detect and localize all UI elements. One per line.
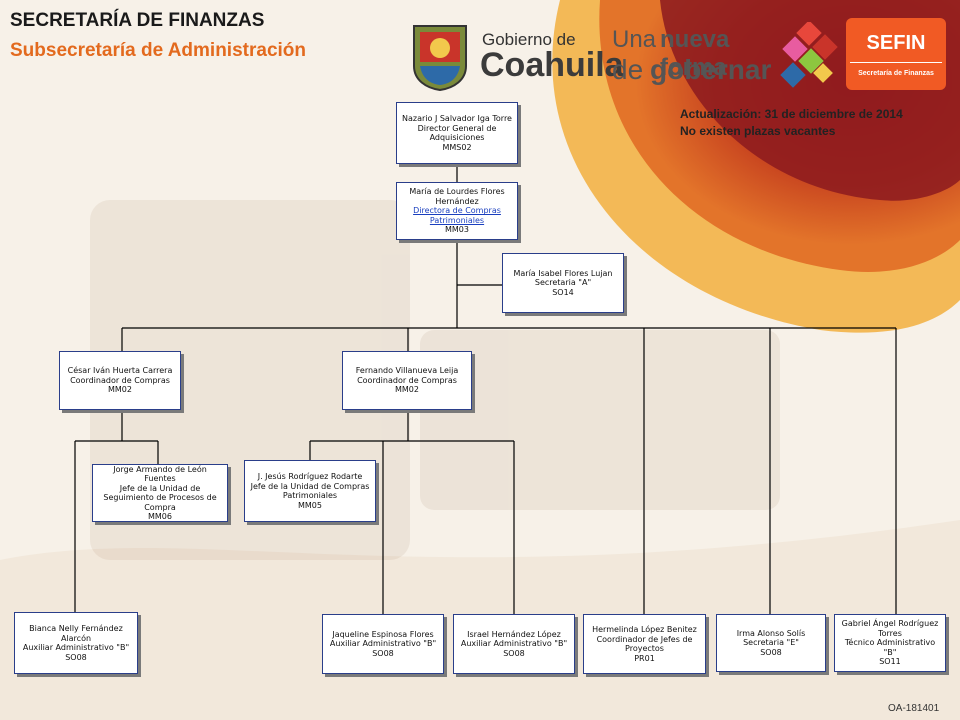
org-name: María Isabel Flores Lujan: [513, 268, 613, 278]
org-position-link[interactable]: Directora de Compras Patrimoniales: [413, 206, 501, 225]
colored-squares-icon: [780, 22, 838, 88]
org-code: MMS02: [442, 142, 472, 152]
org-name: María de Lourdes Flores Hernández: [409, 187, 505, 206]
una-text: Una: [612, 26, 657, 53]
org-box-israel: Israel Hernández López Auxiliar Administ…: [453, 614, 575, 674]
org-box-directora: María de Lourdes Flores Hernández Direct…: [396, 182, 518, 240]
org-position: Coordinador de Jefes de Proyectos: [596, 634, 693, 654]
org-name: Irma Alonso Solís: [736, 628, 806, 638]
org-position: Secretaria "E": [743, 638, 799, 648]
org-code: SO08: [65, 652, 87, 662]
org-code: PR01: [634, 653, 655, 663]
org-position: Auxiliar Administrativo "B": [22, 643, 130, 652]
org-code: SO11: [879, 657, 901, 667]
nueva-forma-text: nueva forma: [660, 26, 730, 81]
org-position: Jefe de la Unidad de Compras Patrimonial…: [250, 481, 370, 501]
org-box-bianca: Bianca Nelly Fernández Alarcón Auxiliar …: [14, 612, 138, 674]
org-code: MM02: [108, 385, 132, 395]
org-box-coordinador-cesar: César Iván Huerta Carrera Coordinador de…: [59, 351, 181, 410]
org-name: J. Jesús Rodríguez Rodarte: [257, 472, 363, 481]
org-box-jaqueline: Jaqueline Espinosa Flores Auxiliar Admin…: [322, 614, 444, 674]
org-code: SO08: [760, 647, 782, 657]
org-position: Técnico Administrativo "B": [844, 638, 936, 657]
gobernar-text: gobernar: [650, 54, 772, 85]
org-name: Hermelinda López Benitez: [592, 625, 697, 634]
page-title: SECRETARÍA DE FINANZAS: [10, 10, 265, 31]
org-code: MM03: [445, 225, 469, 235]
org-name: César Iván Huerta Carrera: [67, 366, 173, 376]
org-box-hermelinda: Hermelinda López Benitez Coordinador de …: [583, 614, 706, 674]
org-name: Israel Hernández López: [467, 629, 561, 639]
org-box-jefe-jesus: J. Jesús Rodríguez Rodarte Jefe de la Un…: [244, 460, 376, 522]
org-position: Auxiliar Administrativo "B": [460, 639, 568, 649]
una-nueva-forma-logo: Una nueva forma de gobernar: [612, 26, 772, 96]
org-box-director: Nazario J Salvador Iga Torre Director Ge…: [396, 102, 518, 164]
org-position: Jefe de la Unidad de Seguimiento de Proc…: [103, 483, 217, 512]
org-code: MM02: [395, 385, 419, 395]
de-text: de: [612, 54, 644, 85]
org-code: SO08: [372, 648, 394, 658]
sefin-subtext: Secretaría de Finanzas: [858, 70, 934, 77]
update-notice: Actualización: 31 de diciembre de 2014 N…: [680, 106, 903, 140]
org-code: MM06: [148, 512, 172, 521]
org-name: Gabriel Ángel Rodríguez Torres: [841, 619, 939, 638]
coahuila-shield-logo: [413, 25, 467, 92]
org-position: Coordinador de Compras: [70, 375, 170, 385]
org-position: Coordinador de Compras: [357, 375, 457, 385]
sefin-text: SEFIN: [866, 32, 926, 54]
document-code: OA-181401: [888, 703, 940, 714]
org-box-coordinador-fernando: Fernando Villanueva Leija Coordinador de…: [342, 351, 472, 410]
org-position: Auxiliar Administrativo "B": [329, 639, 437, 649]
org-box-secretaria-a: María Isabel Flores Lujan Secretaria "A"…: [502, 253, 624, 313]
org-code: MM05: [298, 500, 322, 510]
org-name: Jorge Armando de León Fuentes: [113, 464, 207, 484]
org-position: Director General de Adquisiciones: [417, 123, 497, 143]
org-code: SO14: [552, 287, 574, 297]
org-position: Secretaria "A": [534, 278, 592, 288]
org-box-jefe-jorge: Jorge Armando de León Fuentes Jefe de la…: [92, 464, 228, 522]
gobierno-de-text: Gobierno de: [482, 30, 576, 49]
org-code: SO08: [503, 648, 525, 658]
org-box-irma: Irma Alonso Solís Secretaria "E" SO08: [716, 614, 826, 672]
vacancies-note: No existen plazas vacantes: [680, 124, 836, 138]
org-name: Fernando Villanueva Leija: [355, 366, 459, 376]
coahuila-text: Coahuila: [480, 46, 624, 84]
org-box-gabriel: Gabriel Ángel Rodríguez Torres Técnico A…: [834, 614, 946, 672]
org-name: Jaqueline Espinosa Flores: [332, 629, 434, 639]
page-subtitle: Subsecretaría de Administración: [10, 40, 307, 61]
update-date: Actualización: 31 de diciembre de 2014: [680, 107, 903, 121]
org-name: Nazario J Salvador Iga Torre: [402, 114, 512, 123]
sefin-logo: SEFIN Secretaría de Finanzas: [846, 18, 946, 90]
org-name: Bianca Nelly Fernández Alarcón: [29, 624, 123, 643]
